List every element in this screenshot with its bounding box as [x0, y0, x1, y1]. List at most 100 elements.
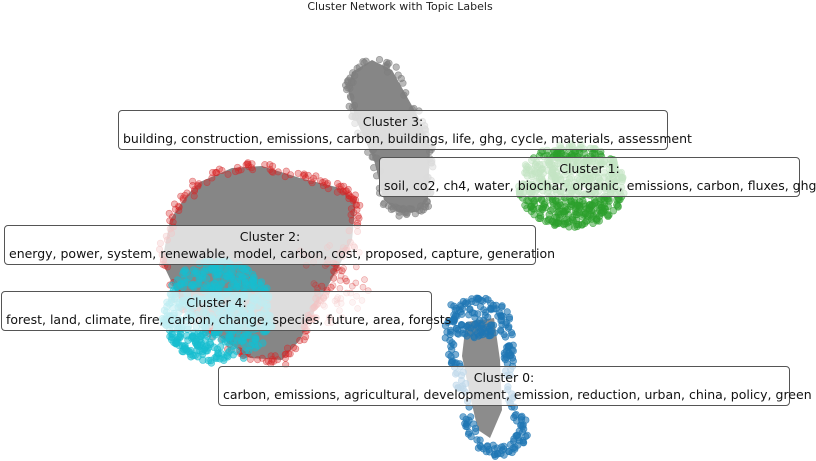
- network-node: [200, 345, 209, 354]
- network-node: [554, 202, 562, 211]
- network-node: [324, 185, 332, 193]
- network-node: [213, 169, 221, 177]
- network-node: [232, 347, 241, 355]
- network-node: [514, 441, 522, 449]
- network-node: [340, 265, 347, 272]
- network-node: [202, 274, 211, 283]
- network-node: [248, 164, 256, 172]
- network-node: [312, 172, 320, 180]
- network-node: [465, 428, 473, 437]
- network-node: [342, 277, 350, 285]
- network-node: [194, 182, 202, 190]
- network-node: [573, 201, 582, 210]
- cluster-3-keywords: building, construction, emissions, carbo…: [123, 131, 692, 146]
- network-node: [479, 297, 487, 305]
- network-node: [337, 272, 345, 280]
- network-node: [392, 63, 400, 71]
- network-node: [458, 321, 466, 329]
- network-node: [487, 305, 495, 313]
- network-node: [519, 438, 527, 446]
- network-node: [477, 328, 485, 336]
- network-node: [536, 212, 545, 220]
- network-node: [247, 341, 255, 350]
- network-node: [498, 321, 506, 329]
- network-node: [508, 331, 516, 339]
- network-node: [448, 359, 456, 367]
- network-node: [308, 179, 316, 187]
- network-node: [336, 277, 344, 284]
- network-node: [175, 203, 183, 211]
- network-node: [323, 181, 331, 189]
- network-node: [589, 206, 597, 214]
- network-node: [203, 179, 211, 187]
- network-node: [375, 55, 384, 64]
- cluster-0-keywords: carbon, emissions, agricultural, develop…: [223, 387, 812, 402]
- network-node: [181, 266, 189, 274]
- network-node: [316, 177, 324, 185]
- network-node: [361, 276, 368, 283]
- network-node: [216, 281, 225, 289]
- network-node: [179, 194, 187, 202]
- network-node: [294, 169, 302, 177]
- network-node: [339, 188, 347, 196]
- network-node: [476, 316, 484, 324]
- network-node: [359, 283, 367, 291]
- network-node: [246, 355, 254, 363]
- cluster-4-keywords: forest, land, climate, fire, carbon, cha…: [6, 312, 452, 327]
- network-node: [497, 327, 505, 335]
- network-node: [224, 170, 232, 178]
- network-node: [500, 349, 509, 357]
- network-node: [332, 265, 340, 272]
- cluster-1-name: Cluster 1:: [559, 161, 620, 176]
- network-node: [245, 331, 253, 340]
- network-node: [351, 71, 359, 80]
- network-node: [208, 174, 216, 182]
- network-node: [349, 195, 357, 203]
- cluster-0-name: Cluster 0:: [473, 370, 535, 385]
- network-node: [341, 275, 349, 282]
- network-node: [483, 443, 491, 451]
- network-node: [384, 202, 393, 210]
- network-node: [454, 326, 462, 334]
- cluster-4-label: Cluster 4: forest, land, climate, fire, …: [1, 291, 452, 331]
- network-node: [403, 210, 411, 218]
- network-node: [614, 203, 622, 211]
- network-node: [182, 346, 191, 354]
- network-node: [448, 339, 456, 347]
- network-node: [250, 274, 258, 282]
- network-node: [605, 197, 613, 205]
- network-node: [397, 74, 405, 83]
- network-node: [343, 77, 352, 85]
- network-node: [206, 339, 214, 347]
- network-node: [580, 200, 588, 208]
- cluster-0-label: Cluster 0: carbon, emissions, agricultur…: [218, 366, 812, 406]
- network-node: [296, 336, 304, 344]
- network-node: [318, 282, 326, 290]
- network-node: [512, 411, 520, 419]
- network-node: [338, 267, 346, 275]
- network-node: [282, 167, 290, 175]
- network-node: [347, 93, 355, 102]
- network-node: [352, 279, 360, 287]
- network-node: [196, 332, 204, 340]
- network-node: [171, 205, 179, 213]
- network-node: [300, 170, 308, 178]
- network-node: [595, 212, 604, 220]
- network-node: [188, 332, 197, 340]
- network-node: [224, 349, 233, 357]
- network-node: [232, 168, 240, 176]
- cluster-3-name: Cluster 3:: [362, 114, 424, 129]
- network-node: [312, 281, 319, 289]
- network-node: [285, 350, 293, 358]
- network-node: [331, 268, 338, 276]
- cluster-2-name: Cluster 2:: [239, 229, 301, 244]
- network-node: [274, 168, 282, 176]
- network-node: [551, 219, 559, 227]
- network-node: [304, 171, 312, 179]
- network-node: [261, 161, 269, 169]
- network-node: [204, 356, 213, 365]
- network-node: [172, 340, 180, 348]
- network-node: [244, 266, 253, 275]
- network-node: [590, 149, 598, 158]
- network-node: [348, 216, 356, 224]
